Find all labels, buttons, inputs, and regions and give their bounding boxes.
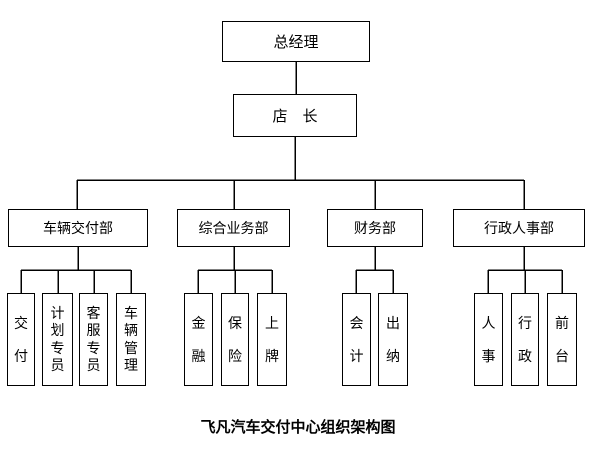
box-dept-vehicle-delivery: 车辆交付部	[8, 209, 148, 247]
box-delivery: 交付	[7, 293, 35, 386]
box-cashier: 出纳	[378, 293, 408, 386]
box-cashier-label: 出纳	[386, 314, 400, 364]
box-financial-services-label: 金融	[191, 314, 206, 364]
chart-caption: 飞凡汽车交付中心组织架构图	[200, 419, 396, 436]
box-front-desk-label: 前台	[555, 314, 569, 364]
box-general-manager: 总经理	[222, 21, 370, 62]
box-front-desk: 前台	[547, 293, 577, 386]
box-store-manager: 店 长	[233, 94, 357, 137]
box-planning-specialist: 计划专员	[42, 293, 73, 386]
box-vehicle-management: 车辆管理	[116, 293, 146, 386]
box-accounting-label: 会计	[349, 314, 364, 364]
box-licensing: 上牌	[257, 293, 287, 386]
box-dept-admin-hr: 行政人事部	[453, 209, 585, 247]
box-hr: 人事	[474, 293, 503, 386]
box-customer-service-specialist: 客服专员	[79, 293, 108, 386]
box-admin-label: 行政	[518, 314, 532, 364]
box-delivery-label: 交付	[14, 314, 28, 364]
box-insurance-label: 保险	[228, 314, 242, 364]
box-admin: 行政	[511, 293, 539, 386]
box-licensing-label: 上牌	[265, 314, 279, 364]
box-hr-label: 人事	[481, 314, 496, 364]
box-dept-comprehensive-business: 综合业务部	[177, 209, 290, 247]
box-dept-finance: 财务部	[327, 209, 423, 247]
box-planning-specialist-label: 计划专员	[50, 304, 65, 374]
box-customer-service-specialist-label: 客服专员	[86, 304, 101, 374]
box-accounting: 会计	[342, 293, 371, 386]
box-vehicle-management-label: 车辆管理	[124, 304, 138, 374]
box-insurance: 保险	[221, 293, 249, 386]
box-financial-services: 金融	[184, 293, 213, 386]
